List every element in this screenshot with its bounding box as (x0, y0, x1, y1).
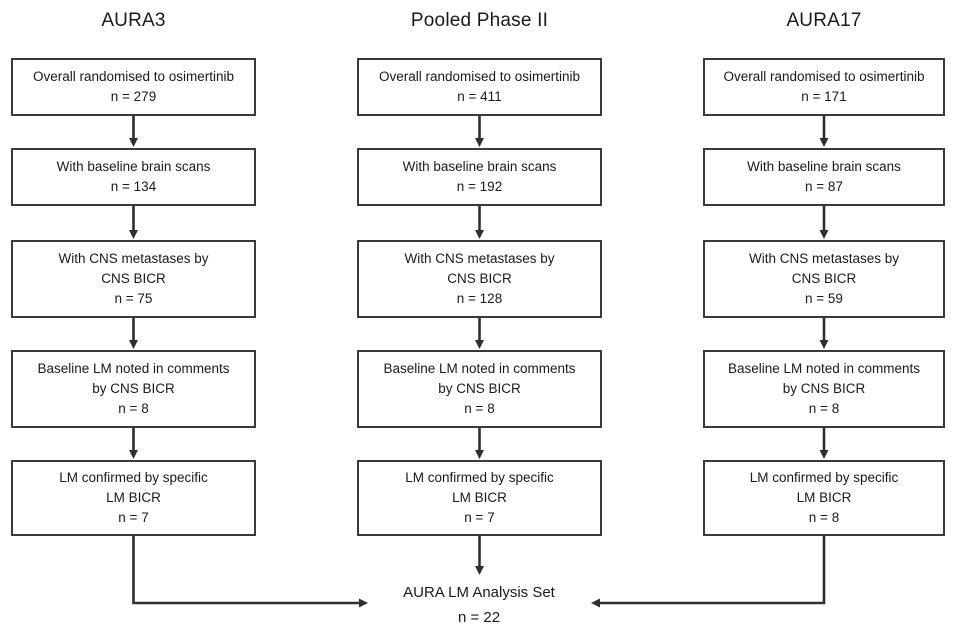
node-text-line: Baseline LM noted in comments (727, 361, 921, 376)
node-aura17-cns-metastases: With CNS metastases by CNS BICR n = 59 (703, 240, 945, 318)
node-text-line: CNS BICR (447, 271, 512, 286)
node-text-line: LM confirmed by specific (405, 470, 554, 485)
connector-aura3-to-final (132, 536, 368, 608)
node-aura17-randomised: Overall randomised to osimertinib n = 17… (703, 58, 945, 116)
node-count: n = 8 (118, 401, 149, 416)
node-count: n = 59 (805, 291, 843, 306)
node-text-line: With CNS metastases by (58, 251, 209, 266)
node-text-line: CNS BICR (101, 271, 166, 286)
node-text-line: With CNS metastases by (748, 251, 900, 266)
node-aura3-lm-confirmed: LM confirmed by specific LM BICR n = 7 (11, 460, 256, 536)
node-text-line: by CNS BICR (782, 381, 866, 396)
node-aura3-baseline-scans: With baseline brain scans n = 134 (11, 148, 256, 206)
node-text-line: LM BICR (452, 490, 507, 505)
node-count: n = 279 (110, 89, 157, 104)
node-aura17-baseline-scans: With baseline brain scans n = 87 (703, 148, 945, 206)
node-aura3-randomised: Overall randomised to osimertinib n = 27… (11, 58, 256, 116)
node-count: n = 75 (114, 291, 153, 306)
final-analysis-set-label: AURA LM Analysis Set (403, 584, 555, 601)
node-aura17-baseline-lm-comments: Baseline LM noted in comments by CNS BIC… (703, 350, 945, 428)
node-text-line: Overall randomised to osimertinib (723, 69, 925, 84)
node-text-line: Baseline LM noted in comments (383, 361, 576, 376)
node-count: n = 171 (801, 89, 847, 104)
final-analysis-set-count: n = 22 (457, 609, 501, 626)
node-aura3-baseline-lm-comments: Baseline LM noted in comments by CNS BIC… (11, 350, 256, 428)
node-text-line: Overall randomised to osimertinib (378, 69, 581, 84)
node-text-line: LM BICR (796, 490, 852, 505)
node-count: n = 134 (110, 179, 157, 194)
node-text-line: by CNS BICR (92, 381, 175, 396)
column-header-aura3: AURA3 (101, 10, 166, 31)
node-text-line: Overall randomised to osimertinib (32, 69, 235, 84)
node-text-line: With baseline brain scans (56, 159, 211, 174)
node-aura17-lm-confirmed: LM confirmed by specific LM BICR n = 8 (703, 460, 945, 536)
node-pooled-baseline-lm-comments: Baseline LM noted in comments by CNS BIC… (357, 350, 602, 428)
node-text-line: With baseline brain scans (402, 159, 557, 174)
node-text-line: LM confirmed by specific (59, 470, 208, 485)
node-count: n = 8 (464, 401, 495, 416)
node-pooled-cns-metastases: With CNS metastases by CNS BICR n = 128 (357, 240, 602, 318)
connector-aura17-to-final (591, 536, 826, 608)
node-text-line: by CNS BICR (438, 381, 521, 396)
column-header-aura17: AURA17 (786, 10, 862, 31)
column-header-pooled-phase-ii: Pooled Phase II (410, 10, 549, 31)
node-text-line: With baseline brain scans (747, 159, 901, 174)
node-text-line: Baseline LM noted in comments (37, 361, 230, 376)
node-count: n = 8 (808, 510, 840, 525)
node-count: n = 8 (808, 401, 840, 416)
node-text-line: LM BICR (106, 490, 161, 505)
node-count: n = 7 (118, 510, 149, 525)
node-count: n = 87 (805, 179, 843, 194)
node-aura3-cns-metastases: With CNS metastases by CNS BICR n = 75 (11, 240, 256, 318)
node-count: n = 128 (456, 291, 503, 306)
node-text-line: CNS BICR (791, 271, 857, 286)
node-text-line: LM confirmed by specific (749, 470, 899, 485)
node-count: n = 411 (457, 89, 502, 104)
node-pooled-baseline-scans: With baseline brain scans n = 192 (357, 148, 602, 206)
node-count: n = 192 (456, 179, 503, 194)
node-pooled-lm-confirmed: LM confirmed by specific LM BICR n = 7 (357, 460, 602, 536)
node-text-line: With CNS metastases by (404, 251, 555, 266)
node-pooled-randomised: Overall randomised to osimertinib n = 41… (357, 58, 602, 116)
node-count: n = 7 (464, 510, 495, 525)
